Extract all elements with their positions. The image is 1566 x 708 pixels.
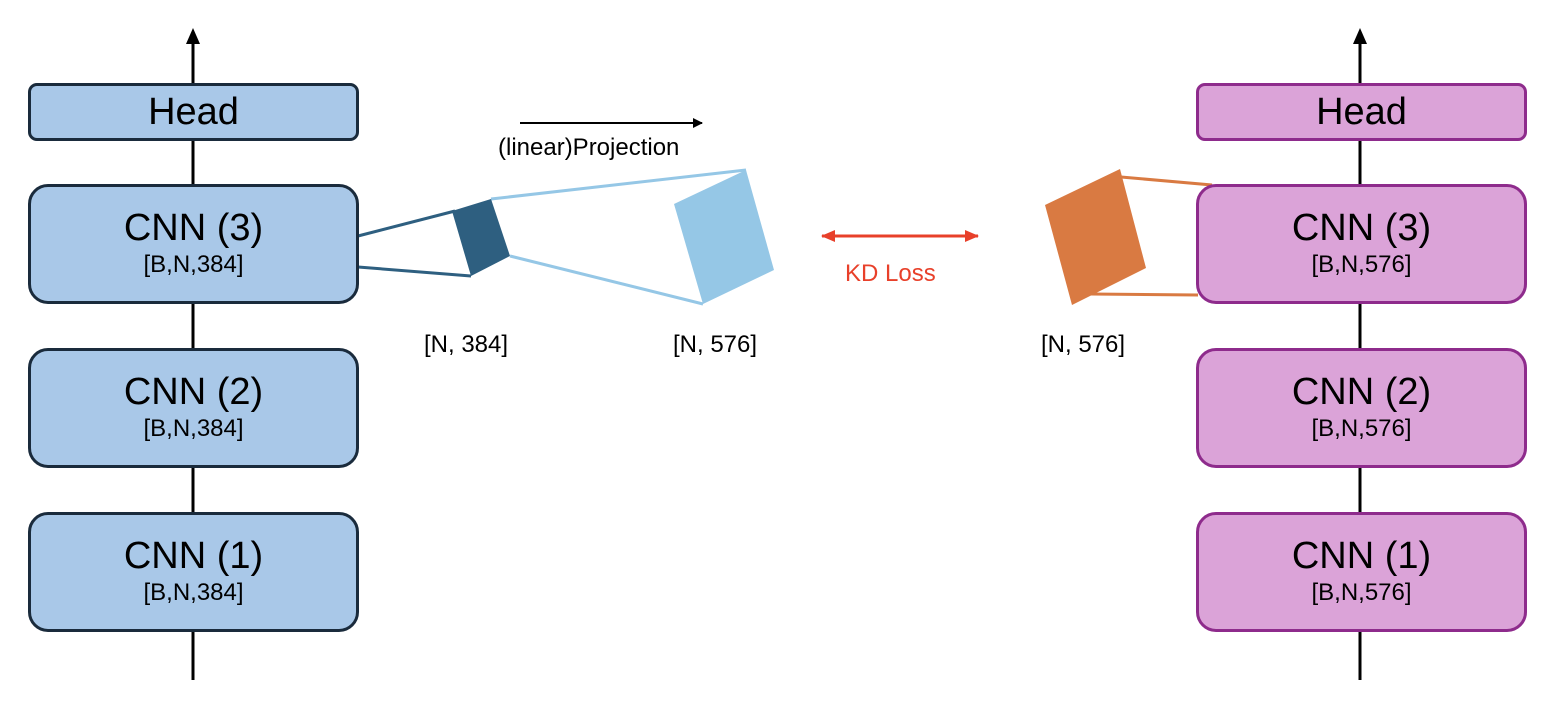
student-cnn-1-shape: [B,N,384] xyxy=(143,579,244,607)
student-cnn-2-label: CNN (2) xyxy=(123,370,264,413)
teacher-feature-shape-label: [N, 576] xyxy=(1041,331,1126,358)
student-feature-square xyxy=(452,199,510,276)
student-feature-shape-label: [N, 384] xyxy=(424,331,509,358)
teacher-output-arrowhead xyxy=(1353,28,1367,44)
teacher-feature-square xyxy=(1045,169,1146,305)
teacher-head-block: Head xyxy=(1196,83,1527,141)
teacher-cnn-1-shape: [B,N,576] xyxy=(1311,579,1412,607)
teacher-cnn-3-block: CNN (3) [B,N,576] xyxy=(1196,184,1527,304)
teacher-cnn-1-block: CNN (1) [B,N,576] xyxy=(1196,512,1527,632)
student-cnn-1-block: CNN (1) [B,N,384] xyxy=(28,512,359,632)
teacher-cnn-2-block: CNN (2) [B,N,576] xyxy=(1196,348,1527,468)
projection-connector-top xyxy=(490,168,747,201)
projected-feature-shape-label: [N, 576] xyxy=(673,331,758,358)
student-cnn-1-label: CNN (1) xyxy=(123,534,264,577)
student-head-block: Head xyxy=(28,83,359,141)
teacher-head-label: Head xyxy=(1316,91,1407,133)
teacher-feature-connector-top xyxy=(1120,175,1213,187)
projection-connector-bottom xyxy=(509,254,704,306)
teacher-cnn-3-label: CNN (3) xyxy=(1291,206,1432,249)
kd-loss-label: KD Loss xyxy=(845,260,936,287)
teacher-feature-connector-bottom xyxy=(1089,292,1199,297)
student-feature-connector-bottom xyxy=(357,265,472,278)
student-cnn-2-block: CNN (2) [B,N,384] xyxy=(28,348,359,468)
projection-label: (linear)Projection xyxy=(498,134,680,161)
teacher-cnn-2-shape: [B,N,576] xyxy=(1311,415,1412,443)
student-cnn-2-shape: [B,N,384] xyxy=(143,415,244,443)
student-cnn-3-label: CNN (3) xyxy=(123,206,264,249)
teacher-cnn-3-shape: [B,N,576] xyxy=(1311,251,1412,279)
student-head-label: Head xyxy=(148,91,239,133)
student-feature-connector-top xyxy=(357,209,456,238)
teacher-cnn-2-label: CNN (2) xyxy=(1291,370,1432,413)
student-cnn-3-shape: [B,N,384] xyxy=(143,251,244,279)
student-cnn-3-block: CNN (3) [B,N,384] xyxy=(28,184,359,304)
projected-feature-square xyxy=(674,170,774,304)
teacher-cnn-1-label: CNN (1) xyxy=(1291,534,1432,577)
student-output-arrowhead xyxy=(186,28,200,44)
